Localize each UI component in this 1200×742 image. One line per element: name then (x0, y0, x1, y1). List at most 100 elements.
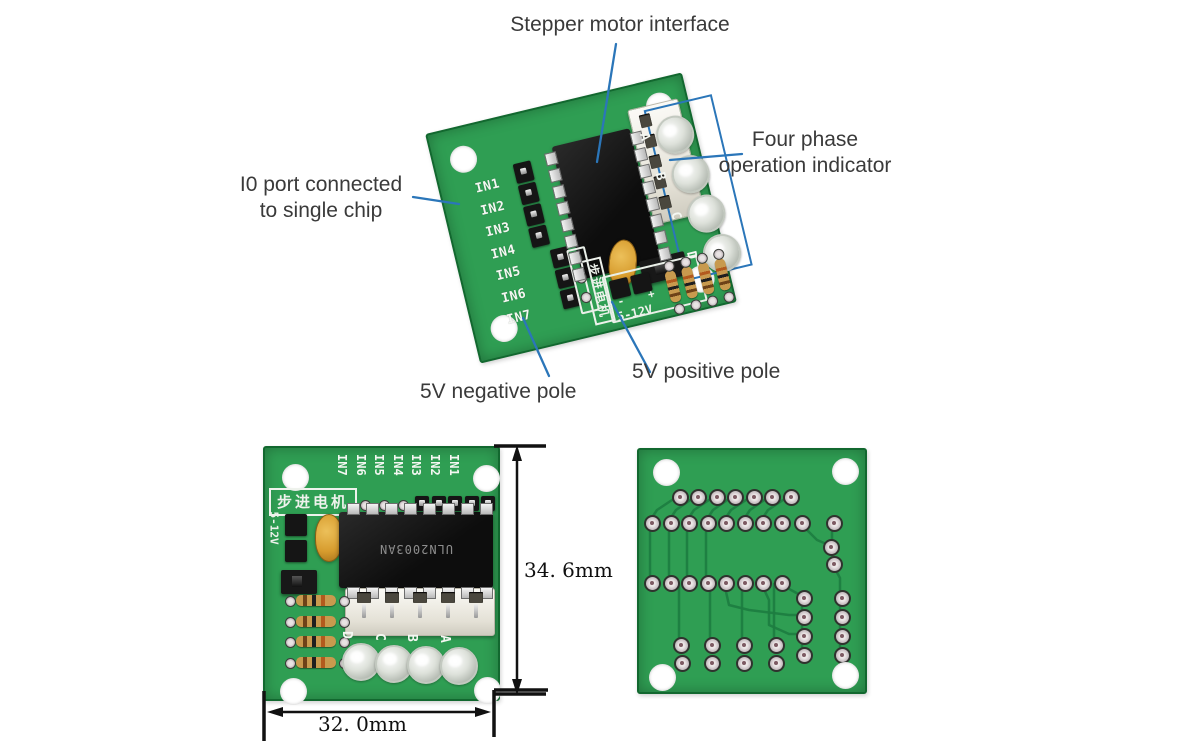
copper-trace (759, 581, 804, 636)
silk-label-in2: IN2 (478, 198, 507, 219)
solder-pad (826, 515, 843, 532)
header-pin (435, 500, 442, 506)
solder-pad (834, 590, 851, 607)
connector-slot (357, 592, 371, 603)
resistor-pad (722, 290, 736, 304)
silk-label-in1: IN1 (446, 454, 461, 476)
solder-pad (736, 637, 753, 654)
solder-pad (826, 556, 843, 573)
solder-pad (700, 515, 717, 532)
solder-pad (783, 489, 800, 506)
callout-text: 5V positive pole (632, 360, 781, 383)
mounting-hole (473, 465, 500, 492)
ic-pin (404, 503, 417, 515)
solder-pad (796, 590, 813, 607)
four-phase-led (440, 647, 478, 685)
silk-label-in7: IN7 (505, 307, 533, 328)
board-height-dimension: 34. 6mm (524, 558, 613, 582)
solder-pad (823, 539, 840, 556)
solder-pad (737, 515, 754, 532)
solder-pad (704, 637, 721, 654)
solder-pad (663, 575, 680, 592)
ic-pin (461, 503, 474, 515)
resistor-pad (339, 616, 350, 628)
mounting-hole (447, 143, 480, 176)
silk-label-in6: IN6 (353, 454, 368, 476)
ic-pin (423, 503, 436, 515)
board-width-dimension: 32. 0mm (318, 712, 407, 736)
led-letter-a: A (437, 635, 452, 643)
callout-negative-pole: 5V negative pole (420, 379, 576, 405)
resistor (296, 615, 336, 627)
silk-label-in5: IN5 (494, 263, 523, 285)
ic-pin (657, 246, 673, 262)
copper-trace (722, 581, 804, 617)
solder-pad (690, 489, 707, 506)
led-letter-b: B (404, 634, 419, 642)
callout-four-phase: Four phase operation indicator (703, 127, 907, 179)
mounting-hole (653, 459, 680, 486)
solder-pad (663, 515, 680, 532)
solder-pad (755, 515, 772, 532)
solder-pad (718, 575, 735, 592)
solder-pad (704, 655, 721, 672)
silk-label-in3: IN3 (409, 454, 424, 476)
solder-pad (834, 628, 851, 645)
solder-pad (727, 489, 744, 506)
callout-io-port: I0 port connected to single chip (222, 172, 420, 224)
silk-label-in4: IN4 (390, 454, 405, 476)
callout-text: 5V negative pole (420, 380, 577, 403)
solder-pad (834, 609, 851, 626)
silk-label-in2: IN2 (428, 454, 442, 476)
callout-text-line1: Four phase (751, 128, 859, 151)
callout-text-line2: to single chip (259, 199, 383, 222)
resistor-pad (285, 616, 296, 628)
connector-pin (362, 604, 366, 618)
mounting-hole (280, 678, 307, 705)
solder-pad (673, 637, 690, 654)
callout-positive-pole: 5V positive pole (632, 359, 780, 385)
solder-pad (709, 489, 726, 506)
silk-label-in1: IN1 (473, 176, 502, 197)
uln2003-chip: ULN2003AN (339, 512, 493, 588)
solder-pad (774, 515, 791, 532)
solder-pad (774, 575, 791, 592)
pad-layer (639, 450, 865, 692)
chip-marking: ULN2003AN (378, 542, 454, 556)
solder-pad (700, 575, 717, 592)
resistor-pad (705, 294, 720, 308)
resistor (296, 656, 336, 668)
voltage-label: 5-12V (267, 511, 281, 545)
solder-pad (736, 655, 753, 672)
solder-pad (737, 575, 754, 592)
connector-pin (418, 604, 422, 618)
connector-slot (441, 592, 455, 603)
mounting-hole (832, 662, 859, 689)
power-pin (285, 540, 307, 562)
solder-pad (796, 628, 813, 645)
silk-label-in6: IN6 (499, 285, 528, 307)
connector-pin (446, 604, 450, 618)
ic-pin (442, 503, 455, 515)
ic-pin (480, 503, 493, 515)
solder-pad (681, 515, 698, 532)
led-letter-d: D (339, 631, 354, 639)
resistor-pad (339, 637, 350, 648)
connector-slot (385, 592, 399, 603)
resistor-pad (285, 637, 296, 648)
silk-label-in7: IN7 (335, 454, 349, 476)
solder-pad (718, 515, 735, 532)
power-pin (285, 514, 307, 536)
solder-pad (764, 489, 781, 506)
connector-slot (413, 592, 427, 603)
solder-pad (796, 647, 813, 664)
back-board (637, 448, 867, 694)
solder-pad (794, 515, 811, 532)
mounting-hole (649, 664, 676, 691)
callout-text: Stepper motor interface (510, 13, 730, 36)
connector-pin (390, 604, 394, 618)
ic-pin (347, 503, 360, 515)
resistor-pad (339, 596, 350, 607)
resistor (296, 636, 336, 647)
